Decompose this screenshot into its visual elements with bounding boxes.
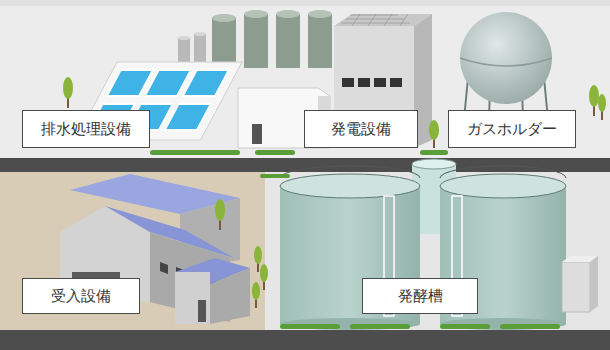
- tank-top: [244, 10, 268, 18]
- pool: [165, 104, 211, 130]
- trees: [215, 199, 268, 308]
- tree: [598, 94, 606, 112]
- grid-line: [384, 14, 392, 26]
- window: [374, 78, 386, 87]
- label-text: 排水処理設備: [41, 120, 131, 138]
- tank-top: [276, 10, 300, 18]
- upper-ground: [0, 0, 610, 158]
- tree: [260, 264, 268, 282]
- label-box: 発電設備: [304, 110, 418, 148]
- tree: [63, 77, 73, 99]
- railing: [440, 166, 566, 178]
- silo: [194, 34, 206, 62]
- label-text: ガスホルダー: [467, 120, 557, 138]
- railing: [280, 166, 420, 178]
- road: [0, 330, 610, 350]
- label-box: 受入設備: [22, 278, 140, 314]
- hedge: [260, 174, 290, 178]
- pool: [107, 70, 153, 96]
- tree: [254, 246, 262, 264]
- box-front: [562, 262, 590, 312]
- roof: [334, 14, 432, 26]
- window: [358, 78, 370, 87]
- shed-side: [210, 268, 250, 324]
- label-box: 排水処理設備: [22, 110, 150, 148]
- tank-top: [440, 174, 566, 198]
- label-text: 発電設備: [331, 120, 391, 138]
- tree: [215, 199, 225, 221]
- hedge: [440, 324, 490, 329]
- upper-ground-edge: [0, 0, 610, 6]
- sand-ground: [0, 172, 265, 330]
- sphere-band: [460, 58, 552, 66]
- label-text: 受入設備: [51, 287, 111, 305]
- pool: [145, 70, 191, 96]
- utility-box: [562, 256, 598, 312]
- pool: [183, 70, 229, 96]
- window: [390, 78, 402, 87]
- hedge: [280, 324, 340, 329]
- grid-line: [341, 23, 410, 24]
- hedge: [150, 150, 240, 155]
- road: [0, 158, 610, 172]
- grid-line: [400, 14, 408, 26]
- tank: [308, 14, 332, 68]
- hedge: [420, 150, 448, 155]
- tank: [212, 18, 236, 68]
- label-box: ガスホルダー: [448, 110, 576, 148]
- window: [342, 78, 354, 87]
- tree: [589, 85, 599, 107]
- grid-line: [368, 14, 376, 26]
- tank: [276, 14, 300, 68]
- window: [160, 262, 168, 274]
- sphere: [460, 12, 552, 104]
- door: [198, 300, 206, 322]
- label-box: 発酵槽: [362, 278, 478, 314]
- tank-top: [308, 10, 332, 18]
- label-text: 発酵槽: [398, 287, 443, 305]
- hedge: [500, 324, 560, 329]
- hedges: [260, 174, 560, 329]
- door: [252, 124, 262, 144]
- box-side: [590, 256, 598, 312]
- tree: [252, 282, 260, 300]
- tank-base: [440, 318, 566, 330]
- hedges: [150, 150, 448, 155]
- tank: [244, 14, 268, 68]
- solar-grid: [341, 14, 410, 26]
- silo-top: [178, 36, 190, 40]
- silo: [178, 38, 190, 62]
- hedge: [350, 324, 410, 329]
- hedge: [255, 150, 295, 155]
- tree: [429, 120, 439, 140]
- tank-base: [280, 318, 420, 330]
- grid-line: [346, 19, 404, 20]
- tank-top: [280, 174, 420, 198]
- small-shed: [175, 258, 250, 324]
- fermentation-tanks: [280, 159, 566, 330]
- tank-top: [212, 14, 236, 22]
- silo-top: [194, 32, 206, 36]
- small-tank-top: [412, 159, 456, 169]
- grid-line: [352, 14, 360, 26]
- shed-front: [175, 272, 210, 324]
- storage-tanks: [212, 10, 332, 68]
- roof: [105, 206, 234, 258]
